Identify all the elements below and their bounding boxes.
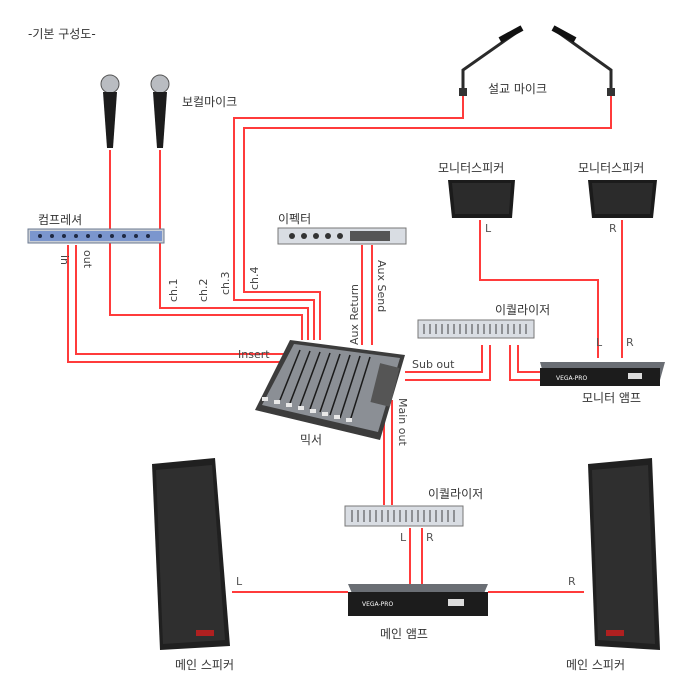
- eq-monitor-label: 이퀄라이저: [495, 303, 550, 317]
- signal-monitor-amp-L: L: [596, 336, 603, 349]
- monitor-speaker-right: [588, 180, 657, 218]
- signal-monitor-L: L: [485, 222, 492, 235]
- wire-sub-out-1: [405, 345, 483, 373]
- eq-main-unit: [344, 505, 464, 527]
- wire-ch1: [109, 150, 303, 340]
- wires: [67, 95, 623, 593]
- signal-insert: Insert: [238, 348, 270, 361]
- monitor-amp-brand: VEGA-PRO: [556, 375, 587, 382]
- monitor-speaker-left: [448, 180, 515, 218]
- signal-ch2: ch.2: [197, 278, 210, 302]
- signal-aux-return: Aux Return: [348, 284, 361, 345]
- signal-sub-out: Sub out: [412, 358, 455, 371]
- signal-in: in: [58, 255, 71, 265]
- signal-aux-send: Aux Send: [375, 260, 388, 312]
- vocal-mic-2: [150, 74, 170, 148]
- mixer-console: [255, 340, 405, 440]
- signal-main-eq-R: R: [426, 531, 434, 544]
- signal-main-eq-L: L: [400, 531, 407, 544]
- wire-ch3: [233, 95, 464, 340]
- signal-out: out: [81, 250, 94, 269]
- signal-main-out: Main out: [396, 398, 409, 446]
- preach-mic-right: [551, 25, 615, 96]
- monitor-speaker-left-label: 모니터스피커: [438, 161, 504, 175]
- wire-monitor-L: [479, 220, 599, 358]
- signal-main-L: L: [236, 575, 243, 588]
- preach-mic-label: 설교 마이크: [488, 82, 547, 96]
- mixer-label: 믹서: [300, 433, 322, 447]
- compressor-label: 컴프레셔: [38, 213, 82, 227]
- main-amp-label: 메인 앰프: [380, 627, 428, 641]
- main-speaker-left-label: 메인 스피커: [175, 658, 234, 672]
- main-amp-unit: VEGA-PRO: [348, 584, 488, 616]
- main-speaker-right: [588, 458, 660, 650]
- compressor-unit: [27, 228, 165, 244]
- signal-ch1: ch.1: [167, 278, 180, 302]
- signal-monitor-R: R: [609, 222, 617, 235]
- wire-ch4: [243, 95, 612, 340]
- wire-sub-out-2: [405, 345, 491, 381]
- monitor-amp-unit: VEGA-PRO: [540, 362, 665, 386]
- signal-ch3: ch.3: [219, 271, 232, 295]
- eq-monitor-unit: [417, 319, 535, 339]
- vocal-mic-1: [100, 74, 120, 148]
- eq-main-label: 이퀄라이저: [428, 487, 483, 501]
- signal-monitor-amp-R: R: [626, 336, 634, 349]
- monitor-speaker-right-label: 모니터스피커: [578, 161, 644, 175]
- wire-comp-in: [67, 245, 292, 363]
- effector-label: 이펙터: [278, 212, 311, 226]
- diagram-title: -기본 구성도-: [28, 27, 96, 41]
- main-speaker-right-label: 메인 스피커: [566, 658, 625, 672]
- wire-eq-monitor-amp-2: [517, 345, 540, 373]
- main-amp-brand: VEGA-PRO: [362, 601, 393, 608]
- wire-comp-out: [75, 245, 292, 355]
- signal-ch4: ch.4: [248, 266, 261, 290]
- monitor-amp-label: 모니터 앰프: [582, 391, 641, 405]
- wire-eq-monitor-amp-1: [509, 345, 540, 381]
- effector-unit: [277, 227, 407, 245]
- signal-main-R: R: [568, 575, 576, 588]
- preach-mic-left: [459, 25, 524, 96]
- vocal-mic-label: 보컬마이크: [182, 95, 237, 109]
- main-speaker-left: [152, 458, 230, 650]
